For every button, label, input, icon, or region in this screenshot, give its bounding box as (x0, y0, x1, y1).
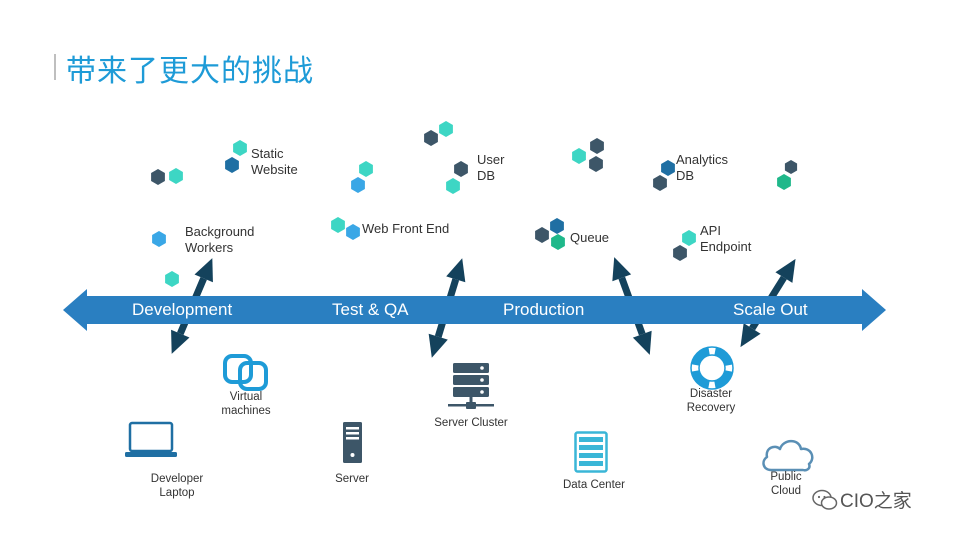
cloud-icon (762, 439, 814, 472)
label-public-cloud: Public Cloud (770, 471, 802, 497)
label-server-cluster: Server Cluster (434, 417, 508, 429)
label-virtual-machines: Virtual machines (221, 391, 271, 417)
hex-cluster-web-front-end (331, 217, 360, 240)
label-api-endpoint: API Endpoint (700, 223, 752, 254)
stage-scale-out: Scale Out (733, 300, 808, 319)
page-title: 带来了更大的挑战 (66, 54, 314, 89)
hex-cluster-api-endpoint (673, 230, 696, 261)
timeline-arrow (63, 289, 886, 331)
hex-cluster-user-db (446, 161, 468, 194)
stage-production: Production (503, 300, 585, 319)
hex-cluster-background-workers-upper (151, 168, 183, 185)
hex-cluster-background-workers (152, 231, 179, 287)
hex-cluster-analytics-db (653, 160, 675, 191)
label-queue: Queue (570, 230, 610, 245)
hex-cluster-user-db-top (424, 121, 453, 146)
label-background-workers: Background Workers (185, 224, 255, 255)
data-center-icon (574, 431, 608, 473)
title-accent-bar (54, 54, 56, 80)
label-analytics-db: Analytics DB (676, 152, 729, 183)
stage-development: Development (132, 300, 233, 319)
label-server: Server (335, 473, 369, 485)
hex-cluster-static-website (225, 140, 247, 173)
virtual-machines-icon (223, 354, 268, 391)
label-user-db: User DB (477, 152, 505, 183)
wechat-icon (812, 489, 838, 510)
label-data-center: Data Center (562, 479, 625, 491)
laptop-icon (125, 421, 177, 457)
label-web-front-end: Web Front End (362, 221, 450, 236)
label-developer-laptop: Developer Laptop (150, 473, 204, 499)
hex-cluster-upper-production (572, 138, 604, 172)
stage-test-qa: Test & QA (332, 300, 409, 319)
hex-cluster-queue (535, 218, 565, 250)
server-icon (343, 422, 362, 463)
hex-cluster-scale-out-right (777, 160, 798, 190)
label-disaster-recovery: Disaster Recovery (686, 388, 736, 414)
hex-cluster-web-front-end-upper (351, 161, 373, 193)
watermark-text: CIO之家 (840, 491, 912, 512)
lifebuoy-icon (690, 346, 734, 390)
label-static-website: Static Website (251, 146, 298, 177)
server-cluster-icon (448, 363, 494, 409)
